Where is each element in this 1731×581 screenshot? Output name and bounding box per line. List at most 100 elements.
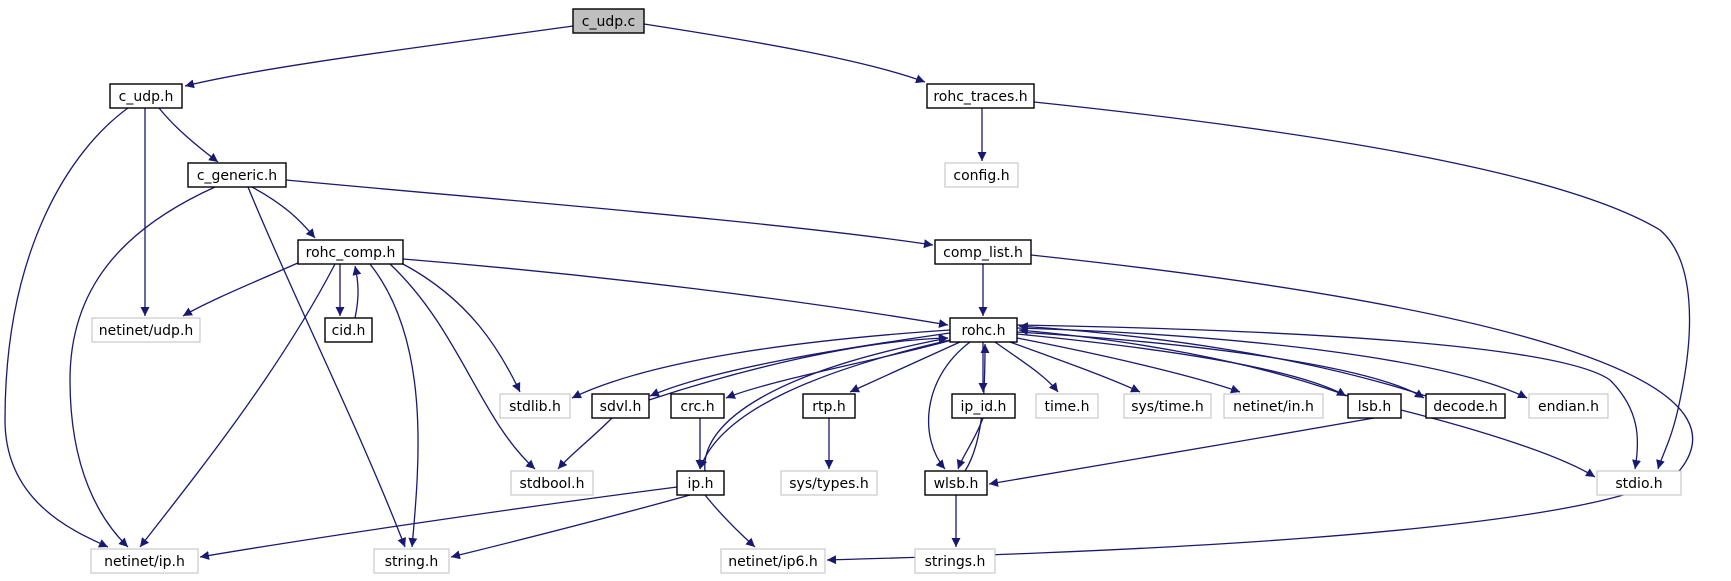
edge-rohc-comp-h-to-stdlib-h [402, 263, 521, 393]
node-netinet-in-h: netinet/in.h [1223, 393, 1324, 419]
node-box [924, 470, 988, 496]
edge-ip-h-to-string-h [450, 494, 691, 560]
node-label: rtp.h [812, 399, 845, 415]
edge-rohc-comp-h-to-string-h [369, 263, 419, 548]
node-wlsb-h[interactable]: wlsb.h [924, 470, 988, 496]
node-label: comp_list.h [943, 245, 1023, 261]
node-box [591, 393, 650, 419]
node-label: time.h [1045, 399, 1090, 415]
edge-rohc-h-to-crc-h [725, 339, 953, 399]
node-box [1123, 393, 1212, 419]
node-crc-h[interactable]: crc.h [670, 393, 725, 419]
edge-c-udp-h-to-c-generic-h [158, 107, 219, 163]
edge-rohc-h-to-wlsb-h [928, 341, 971, 470]
node-ip-h[interactable]: ip.h [676, 470, 725, 496]
node-sdvl-h[interactable]: sdvl.h [591, 393, 650, 419]
node-box [934, 239, 1032, 265]
node-time-h: time.h [1035, 393, 1099, 419]
node-label: ip_id.h [961, 399, 1007, 415]
edge-ip-h-to-netinet-ip-h [199, 486, 678, 560]
node-comp-list-h[interactable]: comp_list.h [934, 239, 1032, 265]
node-netinet-udp-h: netinet/udp.h [91, 317, 201, 343]
node-sys-time-h: sys/time.h [1123, 393, 1212, 419]
node-label: netinet/in.h [1233, 399, 1314, 415]
node-rohc-traces-h[interactable]: rohc_traces.h [926, 83, 1035, 109]
node-box [1035, 393, 1099, 419]
node-netinet-ip-h: netinet/ip.h [90, 548, 199, 574]
edge-lsb-h-to-wlsb-h [988, 417, 1375, 487]
node-string-h: string.h [373, 548, 450, 574]
node-rohc-comp-h[interactable]: rohc_comp.h [297, 239, 404, 265]
edge-rohc-h-to-rtp-h [849, 341, 961, 393]
node-box [949, 317, 1018, 343]
node-box [499, 393, 571, 419]
edge-rohc-h-to-endian-h [1016, 327, 1528, 399]
node-label: ip.h [687, 476, 713, 492]
node-box [914, 548, 996, 574]
node-c-udp-h[interactable]: c_udp.h [109, 83, 183, 109]
node-label: stdio.h [1615, 476, 1662, 492]
node-box [951, 393, 1016, 419]
node-box [1425, 393, 1506, 419]
node-box [324, 317, 373, 343]
node-rohc-h[interactable]: rohc.h [949, 317, 1018, 343]
node-box [187, 162, 287, 188]
node-box [510, 470, 594, 496]
node-box [720, 548, 826, 574]
edge-cid-h-to-rohc-comp-h [352, 265, 362, 319]
node-box [926, 83, 1035, 109]
edge-ip-h-to-rohc-h [704, 335, 949, 472]
node-label: rohc.h [962, 323, 1006, 339]
node-endian-h: endian.h [1528, 393, 1609, 419]
edge-rohc-h-to-time-h [994, 341, 1059, 393]
node-box [802, 393, 856, 419]
edge-rohc-h-to-ip-h [698, 339, 951, 470]
edge-ip-h-to-netinet-ip6-h [704, 494, 756, 548]
node-stdio-h: stdio.h [1596, 470, 1682, 496]
node-label: sdvl.h [600, 399, 642, 415]
edge-sdvl-h-to-stdbool-h [557, 417, 613, 470]
node-lsb-h[interactable]: lsb.h [1347, 393, 1402, 419]
edge-rohc-h-to-sys-time-h [1009, 341, 1141, 393]
node-label: c_generic.h [197, 168, 277, 184]
node-label: netinet/ip6.h [728, 554, 818, 570]
edge-rohc-h-to-sdvl-h [649, 332, 951, 397]
edge-comp-list-h-to-netinet-ip6-h [826, 254, 1694, 565]
edge-rohc-comp-h-to-rohc-h [402, 258, 949, 328]
node-label: c_udp.h [119, 89, 174, 105]
node-cid-h[interactable]: cid.h [324, 317, 373, 343]
node-sys-types-h: sys/types.h [780, 470, 878, 496]
node-c-generic-h[interactable]: c_generic.h [187, 162, 287, 188]
edge-c-generic-h-to-string-h [247, 186, 406, 548]
edge-rohc-comp-h-to-stdbool-h [389, 263, 536, 470]
node-label: lsb.h [1358, 399, 1391, 415]
edge-c-generic-h-to-netinet-ip-h [69, 186, 216, 548]
node-label: strings.h [925, 554, 986, 570]
node-stdbool-h: stdbool.h [510, 470, 594, 496]
node-label: netinet/ip.h [104, 554, 185, 570]
edge-c-generic-h-to-comp-list-h [285, 179, 934, 249]
node-label: string.h [385, 554, 439, 570]
node-label: crc.h [680, 399, 714, 415]
node-box [1596, 470, 1682, 496]
edge-c-udp-c-to-rohc-traces-h [643, 23, 926, 84]
node-box [670, 393, 725, 419]
edge-rohc-h-to-stdio-h [1016, 324, 1641, 470]
node-rtp-h[interactable]: rtp.h [802, 393, 856, 419]
node-netinet-ip6-h: netinet/ip6.h [720, 548, 826, 574]
node-label: config.h [953, 168, 1009, 184]
node-box [780, 470, 878, 496]
edge-rohc-comp-h-to-netinet-ip-h [139, 263, 336, 548]
node-box [1223, 393, 1324, 419]
node-ip-id-h[interactable]: ip_id.h [951, 393, 1016, 419]
node-box [572, 8, 645, 34]
node-c-udp-c[interactable]: c_udp.c [572, 8, 645, 34]
node-box [297, 239, 404, 265]
node-decode-h[interactable]: decode.h [1425, 393, 1506, 419]
edge-ip-id-h-to-wlsb-h [956, 417, 984, 470]
node-label: sys/time.h [1131, 399, 1204, 415]
node-strings-h: strings.h [914, 548, 996, 574]
edge-rohc-comp-h-to-netinet-udp-h [182, 261, 301, 317]
edge-rohc-h-to-netinet-in-h [1016, 337, 1241, 394]
